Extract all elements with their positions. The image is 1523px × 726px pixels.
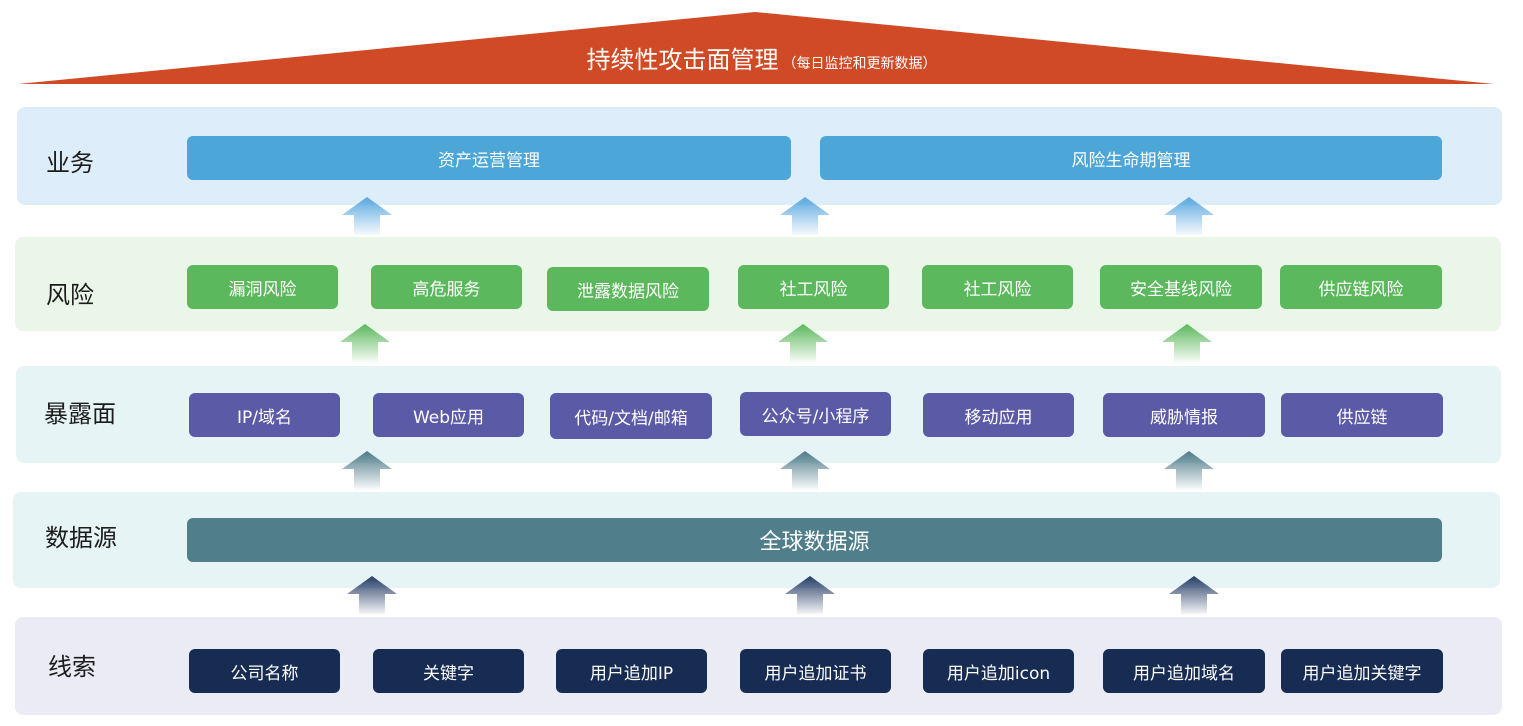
- arrow-up-icon: [780, 451, 830, 489]
- datasource-item-global: 全球数据源: [187, 518, 1442, 562]
- arrow-up-icon: [785, 576, 835, 614]
- arrow-up-icon: [1162, 324, 1212, 362]
- exposure-item-threat-intel: 威胁情报: [1103, 393, 1265, 437]
- arrow-up-icon: [340, 324, 390, 362]
- exposure-item-ip-domain: IP/域名: [189, 393, 340, 437]
- risk-item-high-risk-service: 高危服务: [371, 265, 522, 309]
- clue-item-user-icon: 用户追加icon: [923, 649, 1074, 693]
- arrow-up-icon: [780, 197, 830, 235]
- exposure-item-web-app: Web应用: [373, 393, 524, 437]
- risk-item-social-engineering: 社工风险: [738, 265, 889, 309]
- risk-item-vulnerability: 漏洞风险: [187, 265, 338, 309]
- datasource-label: 数据源: [45, 524, 117, 552]
- risk-item-supply-chain: 供应链风险: [1280, 265, 1442, 309]
- arrow-up-icon: [347, 576, 397, 614]
- title-sub: （每日监控和更新数据）: [782, 56, 937, 72]
- risk-label: 风险: [46, 281, 94, 309]
- risk-item-security-baseline: 安全基线风险: [1100, 265, 1262, 309]
- exposure-item-code-doc-mail: 代码/文档/邮箱: [550, 393, 712, 439]
- arrow-up-icon: [1169, 576, 1219, 614]
- arrow-up-icon: [1164, 197, 1214, 235]
- business-item-asset-operation: 资产运营管理: [187, 136, 791, 180]
- clue-item-company-name: 公司名称: [189, 649, 340, 693]
- business-label: 业务: [46, 149, 94, 177]
- exposure-label: 暴露面: [44, 400, 116, 428]
- exposure-item-supply-chain: 供应链: [1281, 393, 1443, 437]
- risk-item-data-leak: 泄露数据风险: [547, 267, 709, 311]
- arrow-up-icon: [342, 197, 392, 235]
- clue-item-user-domain: 用户追加域名: [1103, 649, 1265, 693]
- clue-item-user-ip: 用户追加IP: [556, 649, 707, 693]
- exposure-item-official-account: 公众号/小程序: [740, 392, 891, 436]
- risk-item-social-engineering-2: 社工风险: [922, 265, 1073, 309]
- arrow-up-icon: [342, 451, 392, 489]
- clue-item-keyword: 关键字: [373, 649, 524, 693]
- clue-item-user-keyword: 用户追加关键字: [1281, 649, 1443, 693]
- arrow-up-icon: [778, 324, 828, 362]
- clue-item-user-cert: 用户追加证书: [740, 649, 891, 693]
- diagram-title: 持续性攻击面管理（每日监控和更新数据）: [0, 40, 1523, 75]
- business-item-risk-lifecycle: 风险生命期管理: [820, 136, 1442, 180]
- roof-banner: [18, 12, 1494, 84]
- title-main: 持续性攻击面管理: [586, 46, 779, 74]
- clues-label: 线索: [48, 653, 96, 681]
- arrow-up-icon: [1164, 451, 1214, 489]
- exposure-item-mobile-app: 移动应用: [923, 393, 1074, 437]
